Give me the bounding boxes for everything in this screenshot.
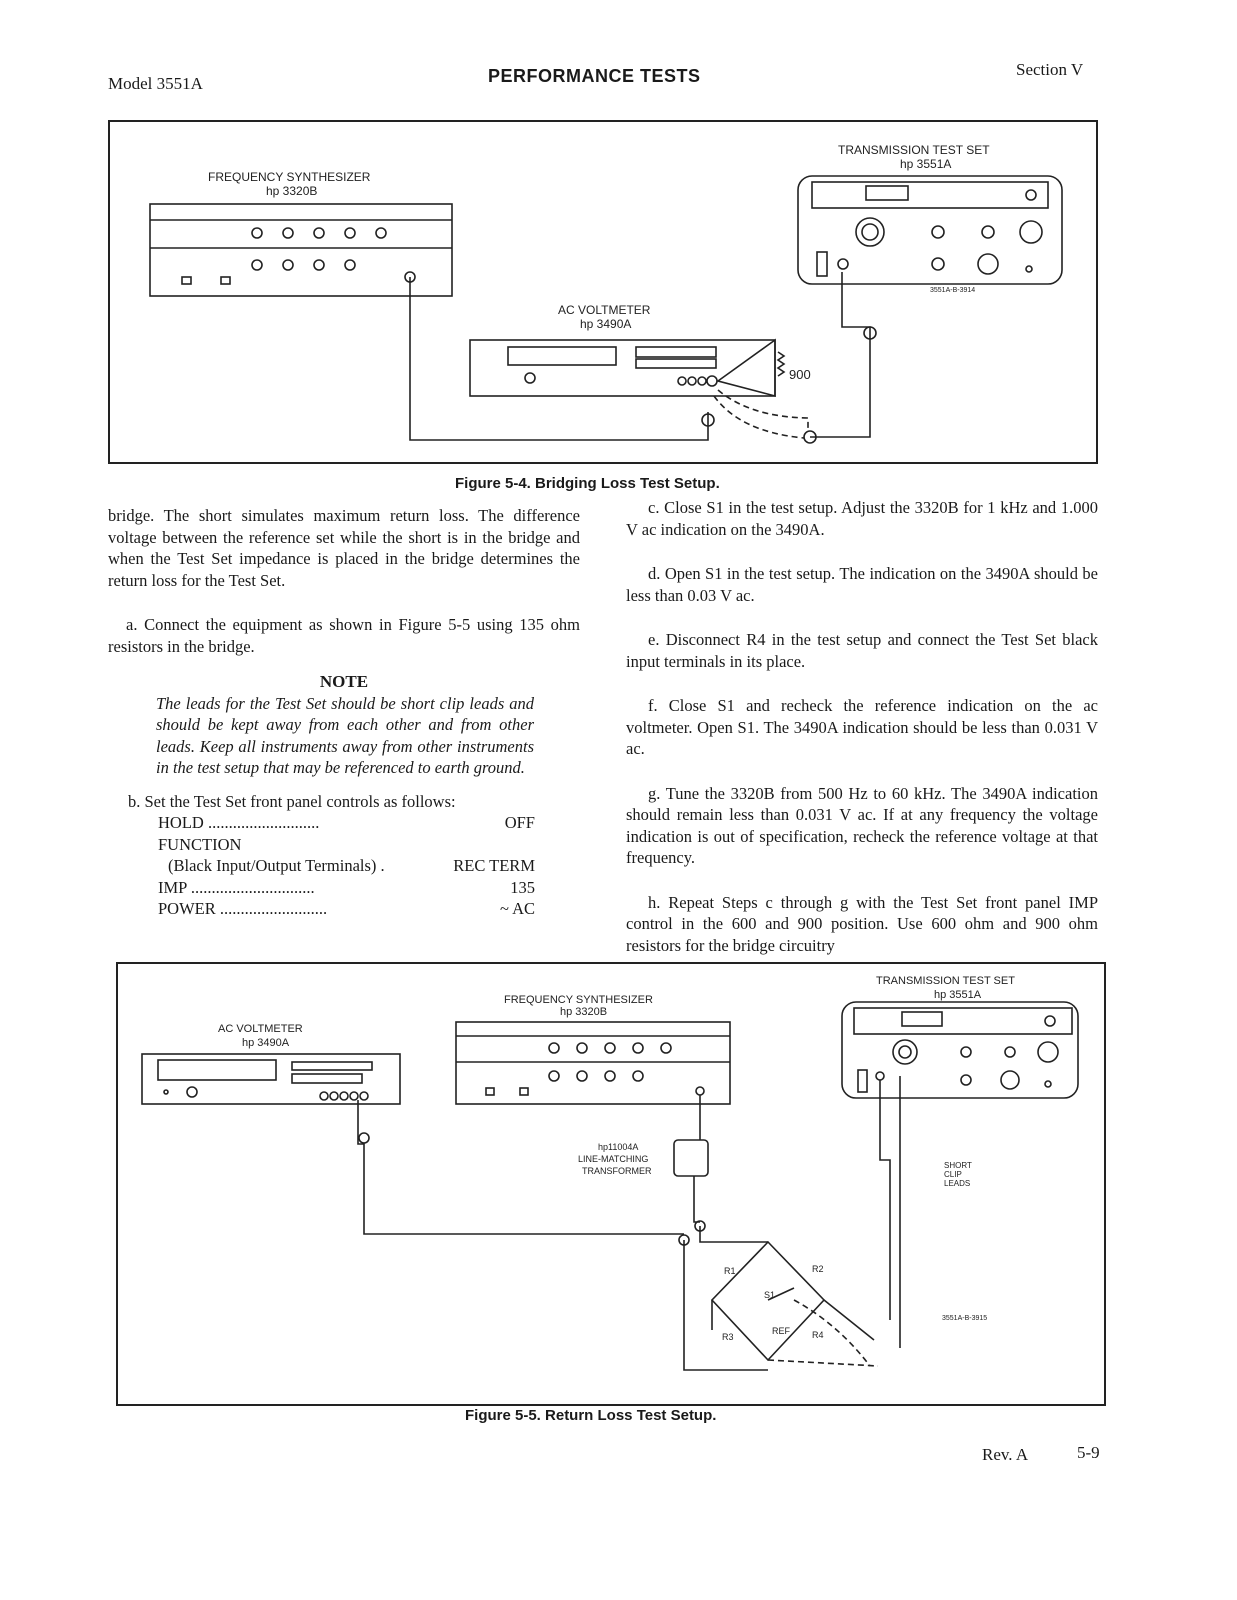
fig55-r1: R1 — [724, 1266, 736, 1276]
step-h: h. Repeat Steps c through g with the Tes… — [626, 892, 1098, 955]
left-column: bridge. The short simulates maximum retu… — [108, 505, 580, 920]
fig55-xfmr-line2: TRANSFORMER — [582, 1166, 652, 1176]
control-value: 135 — [510, 877, 535, 897]
fig54-acv-name: AC VOLTMETER — [558, 303, 651, 317]
control-row-hold: HOLD ........................... OFF — [158, 812, 535, 834]
fig54-tts-name: TRANSMISSION TEST SET — [838, 143, 990, 157]
footer-rev: Rev. A — [982, 1445, 1029, 1464]
fig55-short-3: LEADS — [944, 1179, 970, 1188]
fig55-code: 3551A-B-3915 — [942, 1315, 987, 1322]
step-c: c. Close S1 in the test setup. Adjust th… — [626, 498, 1098, 539]
control-row-terminals: (Black Input/Output Terminals) . REC TER… — [158, 855, 535, 877]
fig54-synth-model: hp 3320B — [266, 184, 317, 198]
fig54-code: 3551A-B-3914 — [930, 287, 975, 294]
fig55-s1: S1 — [764, 1290, 775, 1300]
fig54-resistor-label: 900 — [789, 367, 811, 382]
header-model: Model 3551A — [108, 74, 203, 93]
control-value: REC TERM — [453, 856, 535, 875]
figure-5-5-diagram: TRANSMISSION TEST SET hp 3551A FREQUENCY… — [141, 975, 1079, 1371]
control-row-power: POWER .......................... ~ AC — [158, 898, 535, 920]
control-name: IMP .............................. — [158, 877, 315, 897]
figure-5-4-frame: FREQUENCY SYNTHESIZER hp 3320B TRANSMISS… — [108, 120, 1098, 464]
control-name: (Black Input/Output Terminals) . — [168, 856, 385, 875]
fig55-r4: R4 — [812, 1330, 824, 1340]
fig55-synth-name: FREQUENCY SYNTHESIZER — [504, 994, 653, 1006]
control-name: POWER .......................... — [158, 899, 328, 918]
fig55-acv-model: hp 3490A — [242, 1037, 290, 1049]
figure-5-5-frame: TRANSMISSION TEST SET hp 3551A FREQUENCY… — [116, 962, 1106, 1406]
fig55-ref: REF — [772, 1326, 791, 1336]
fig54-tts-model: hp 3551A — [900, 157, 951, 171]
controls-list: HOLD ........................... OFF FUN… — [158, 812, 535, 920]
fig55-tts-model: hp 3551A — [934, 989, 982, 1001]
fig54-acv-model: hp 3490A — [580, 317, 631, 331]
figure-5-5-caption: Figure 5-5. Return Loss Test Setup. — [465, 1407, 717, 1424]
figure-5-4-diagram: FREQUENCY SYNTHESIZER hp 3320B TRANSMISS… — [149, 143, 1063, 444]
note-title: NOTE — [319, 672, 369, 691]
footer-page: 5-9 — [1077, 1443, 1100, 1462]
step-e: e. Disconnect R4 in the test setup and c… — [626, 630, 1098, 671]
control-value: ~ AC — [499, 899, 535, 918]
step-b: b. Set the Test Set front panel controls… — [128, 791, 456, 811]
header-title: PERFORMANCE TESTS — [488, 66, 701, 86]
step-a: a. Connect the equipment as shown in Fig… — [108, 615, 580, 656]
control-value: OFF — [504, 813, 535, 832]
fig55-xfmr-model: hp11004A — [598, 1142, 638, 1152]
right-column: c. Close S1 in the test setup. Adjust th… — [626, 497, 1098, 956]
header-section: Section V — [1016, 60, 1084, 79]
note-body: The leads for the Test Set should be sho… — [156, 693, 534, 778]
intro-paragraph: bridge. The short simulates maximum retu… — [108, 506, 580, 590]
fig55-short-1: SHORT — [944, 1161, 972, 1170]
fig54-synth-name: FREQUENCY SYNTHESIZER — [208, 170, 371, 184]
control-row-function: FUNCTION — [158, 834, 535, 856]
fig55-r2: R2 — [812, 1264, 824, 1274]
control-name: HOLD ........................... — [158, 813, 320, 832]
fig55-acv-name: AC VOLTMETER — [218, 1023, 303, 1035]
fig55-r3: R3 — [722, 1332, 734, 1342]
fig55-synth-model: hp 3320B — [560, 1006, 607, 1018]
step-d: d. Open S1 in the test setup. The indica… — [626, 564, 1098, 605]
control-row-imp: IMP .............................. 135 — [158, 877, 535, 899]
fig55-tts-name: TRANSMISSION TEST SET — [876, 975, 1015, 987]
fig55-short-2: CLIP — [944, 1170, 962, 1179]
control-name: FUNCTION — [158, 834, 242, 854]
fig55-xfmr-line1: LINE-MATCHING — [578, 1154, 648, 1164]
step-g: g. Tune the 3320B from 500 Hz to 60 kHz.… — [626, 783, 1098, 868]
step-f: f. Close S1 and recheck the reference in… — [626, 696, 1098, 758]
figure-5-4-caption: Figure 5-4. Bridging Loss Test Setup. — [455, 475, 720, 492]
